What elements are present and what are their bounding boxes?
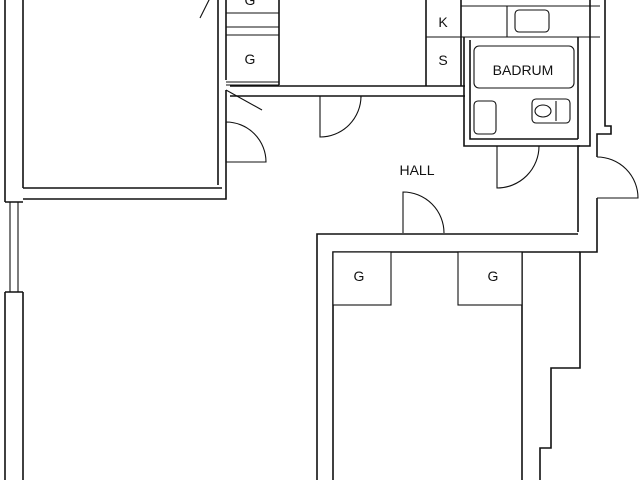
wardrobe-box xyxy=(332,251,392,306)
wardrobe-label-top: G xyxy=(245,51,256,67)
wardrobe-label-partial: G xyxy=(245,0,256,8)
window xyxy=(9,202,19,292)
left-exterior-wall xyxy=(4,0,24,480)
hall-label: HALL xyxy=(399,162,434,178)
door-arc xyxy=(319,95,362,138)
bathtub xyxy=(473,45,575,89)
bathroom-label: BADRUM xyxy=(493,62,554,78)
entrance-door-arc xyxy=(596,156,639,199)
wardrobe-box xyxy=(457,251,523,306)
kitchen-label: K xyxy=(438,14,448,30)
bathroom-door-arc xyxy=(496,145,540,189)
hall-door-arc xyxy=(402,191,445,234)
wardrobe-column xyxy=(226,0,280,86)
shower-tray xyxy=(473,100,497,135)
wardrobe-label-lower-right: G xyxy=(488,268,499,284)
kitchen-storage-column xyxy=(425,0,600,86)
door-arc xyxy=(225,121,267,163)
storage-label: S xyxy=(438,52,447,68)
wardrobe-label-lower-left: G xyxy=(354,268,365,284)
upper-left-room-walls xyxy=(23,0,227,200)
kitchen-sink xyxy=(514,9,550,33)
corridor-walls xyxy=(225,85,465,111)
door-leaf xyxy=(199,0,210,19)
toilet-bowl xyxy=(534,104,552,118)
right-exterior-wall xyxy=(539,0,639,480)
bathroom-walls xyxy=(463,37,580,147)
